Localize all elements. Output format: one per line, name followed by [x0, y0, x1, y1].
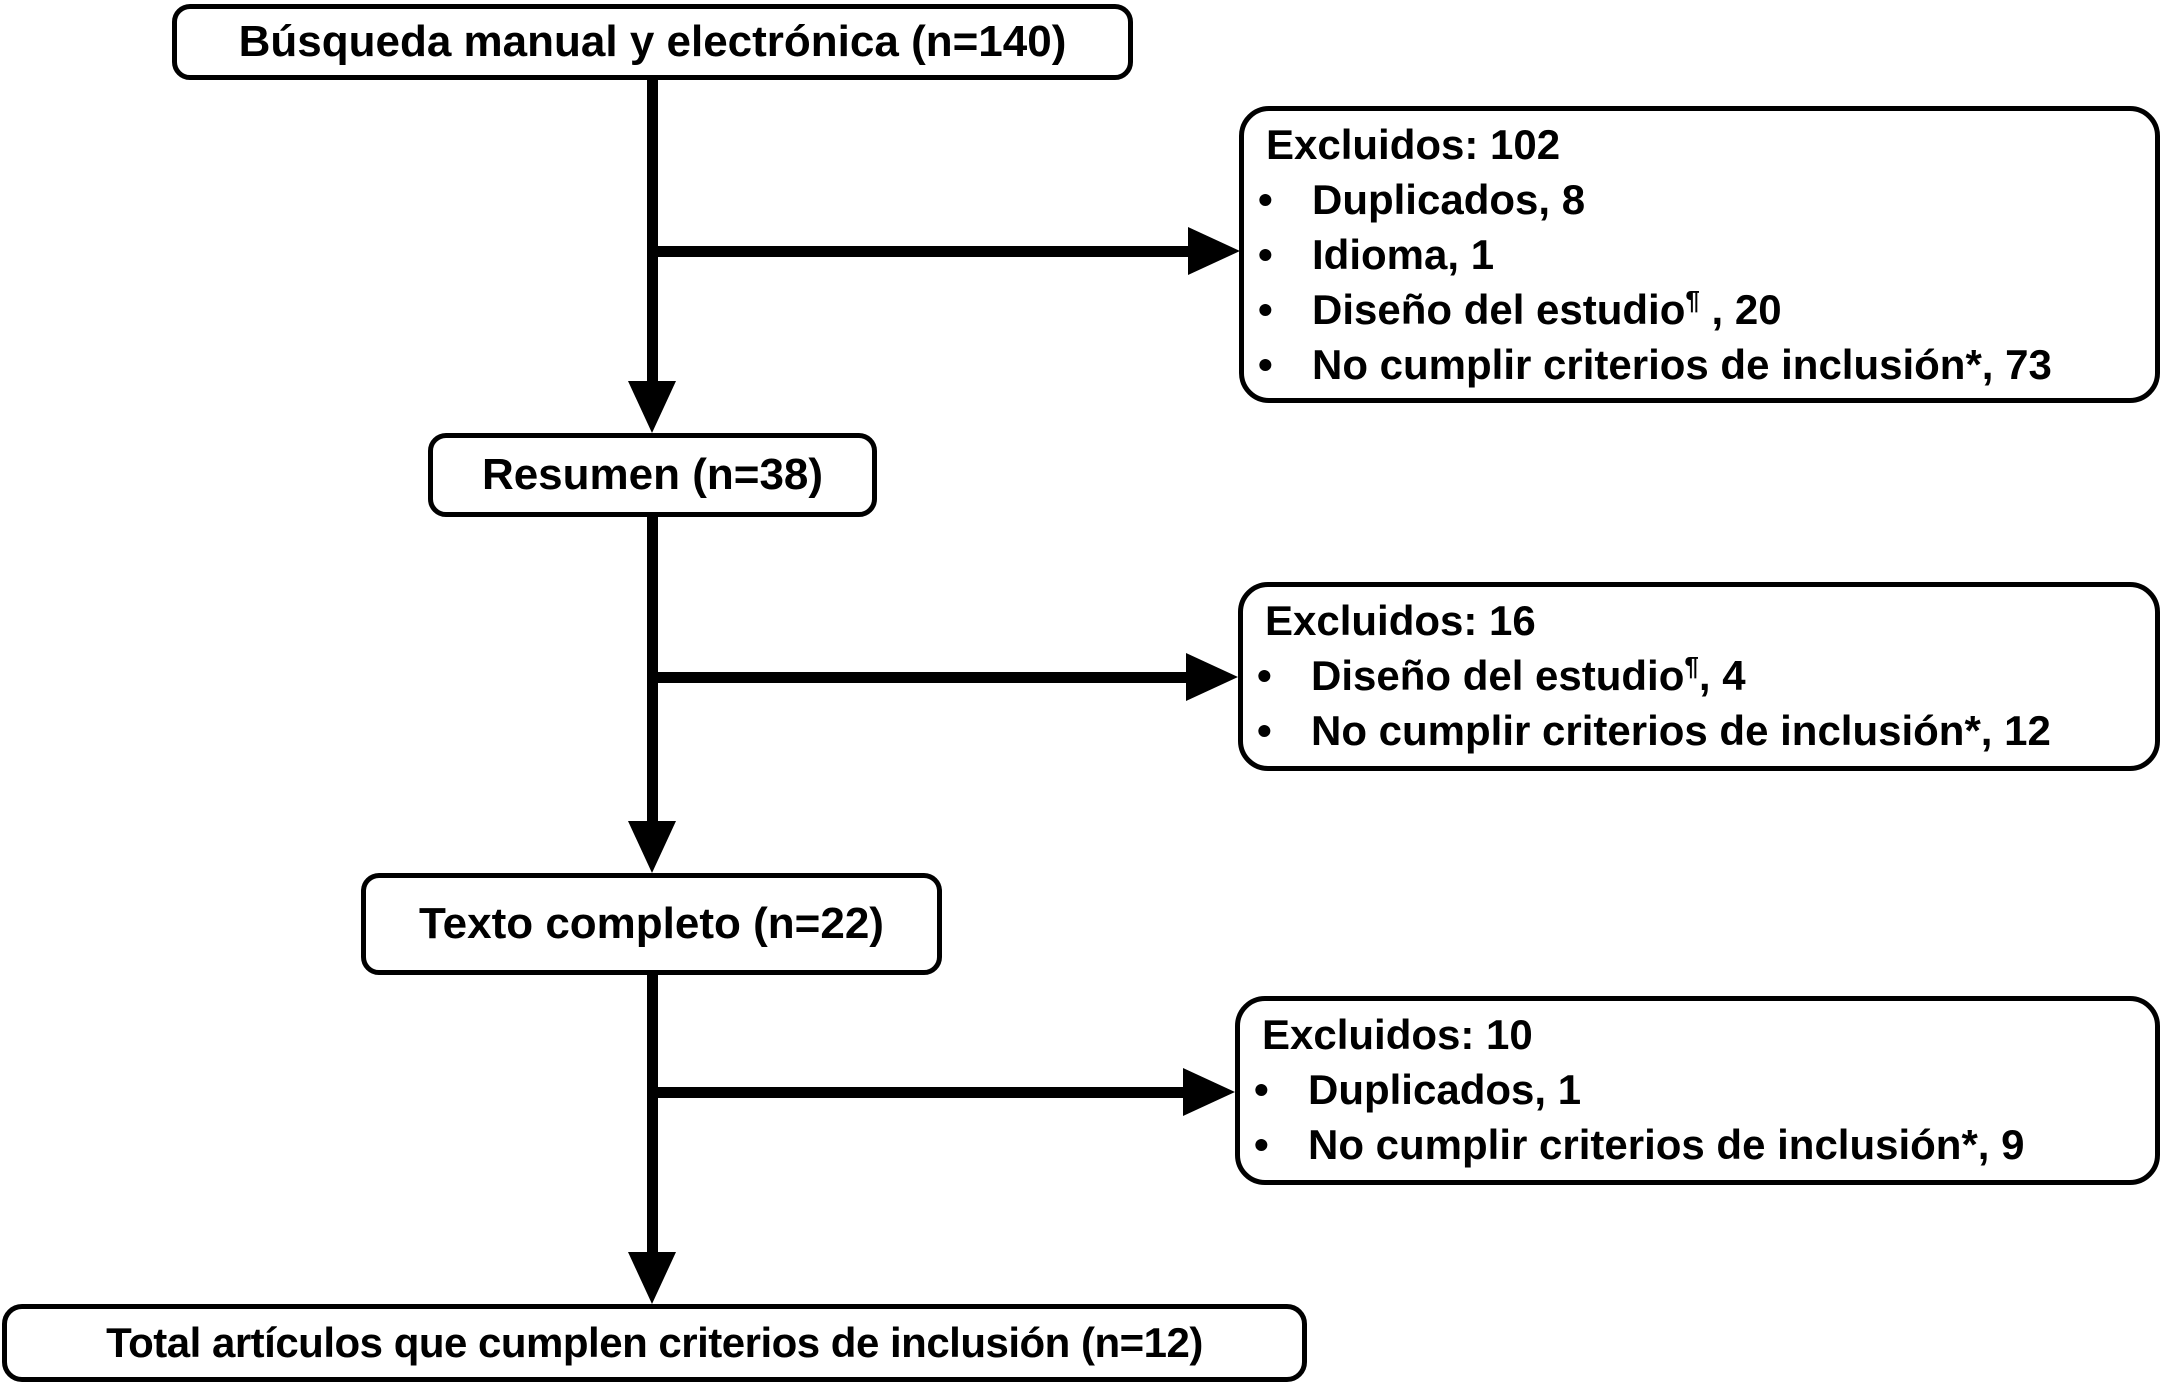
arrow-shaft	[652, 672, 1188, 683]
bullet-icon: •	[1254, 1066, 1269, 1113]
arrow-shaft	[647, 80, 658, 385]
arrowhead-right-icon	[1183, 1068, 1235, 1116]
bullet-icon: •	[1254, 1121, 1269, 1168]
node-texto-completo-label: Texto completo (n=22)	[419, 899, 884, 948]
arrow-shaft	[652, 246, 1190, 257]
pilcrow-marker: ¶	[1684, 651, 1699, 681]
arrow-shaft	[652, 1087, 1185, 1098]
node-excluded-3-list: • Duplicados, 1 • No cumplir criterios de i…	[1254, 1062, 2147, 1172]
node-search: Búsqueda manual y electrónica (n=140)	[172, 4, 1133, 80]
bullet-icon: •	[1257, 652, 1272, 699]
excluded-item-text: Diseño del estudio¶, 4	[1311, 651, 1746, 699]
excluded-item-text: Diseño del estudio¶ , 20	[1312, 285, 1782, 333]
node-excluded-2-list: • Diseño del estudio¶, 4 • No cumplir crite…	[1257, 648, 2147, 758]
excluded-item: • Duplicados, 8	[1258, 172, 2147, 227]
bullet-icon: •	[1258, 286, 1273, 333]
node-excluded-2: Excluidos: 16 • Diseño del estudio¶, 4 • No…	[1238, 582, 2160, 771]
bullet-icon: •	[1258, 341, 1273, 388]
excluded-item: • No cumplir criterios de inclusión*, 9	[1254, 1117, 2147, 1172]
node-excluded-1: Excluidos: 102 •Duplicados, 8•Idioma, 1•…	[1239, 106, 2160, 403]
excluded-item-text: Idioma, 1	[1312, 231, 1495, 278]
node-total-label: Total artículos que cumplen criterios de…	[106, 1319, 1203, 1366]
node-resumen-label: Resumen (n=38)	[481, 450, 824, 499]
node-total: Total artículos que cumplen criterios de…	[2, 1304, 1307, 1382]
arrowhead-down-icon	[628, 381, 676, 433]
excluded-item: • No cumplir criterios de inclusión*, 12	[1257, 703, 2147, 758]
excluded-item: • Diseño del estudio¶ , 20	[1258, 282, 2147, 337]
excluded-item: • Idioma, 1	[1258, 227, 2147, 282]
node-excluded-1-title: Excluidos: 102	[1266, 121, 1561, 168]
node-excluded-1-list: • Duplicados, 8 • Idioma, 1 • Diseño del estu…	[1258, 172, 2147, 392]
excluded-item-text: Duplicados, 1	[1308, 1066, 1582, 1113]
excluded-item-text: No cumplir criterios de inclusión*, 12	[1311, 707, 2051, 754]
arrow-shaft	[647, 975, 658, 1254]
excluded-item: • Diseño del estudio¶, 4	[1257, 648, 2147, 703]
arrow-shaft	[647, 517, 658, 823]
excluded-item: • No cumplir criterios de inclusión*, 73	[1258, 337, 2147, 392]
excluded-item-text: Duplicados, 8	[1312, 176, 1586, 223]
node-resumen: Resumen (n=38)	[428, 433, 877, 517]
node-excluded-2-title: Excluidos: 16	[1265, 597, 1536, 644]
node-texto-completo: Texto completo (n=22)	[361, 873, 942, 975]
bullet-icon: •	[1258, 231, 1273, 278]
pilcrow-marker: ¶	[1685, 285, 1700, 315]
excluded-item-text: No cumplir criterios de inclusión*, 9	[1308, 1121, 2025, 1168]
node-search-label: Búsqueda manual y electrónica (n=140)	[238, 17, 1067, 66]
bullet-icon: •	[1257, 707, 1272, 754]
node-excluded-3-title: Excluidos: 10	[1262, 1011, 1533, 1058]
arrowhead-down-icon	[628, 1252, 676, 1304]
arrowhead-down-icon	[628, 821, 676, 873]
excluded-item-text: No cumplir criterios de inclusión*, 73	[1312, 341, 2052, 388]
arrowhead-right-icon	[1188, 227, 1240, 275]
bullet-icon: •	[1258, 176, 1273, 223]
excluded-item: • Duplicados, 1	[1254, 1062, 2147, 1117]
arrowhead-right-icon	[1186, 653, 1238, 701]
node-excluded-3: Excluidos: 10 • Duplicados, 1 • No cumplir …	[1235, 996, 2160, 1185]
